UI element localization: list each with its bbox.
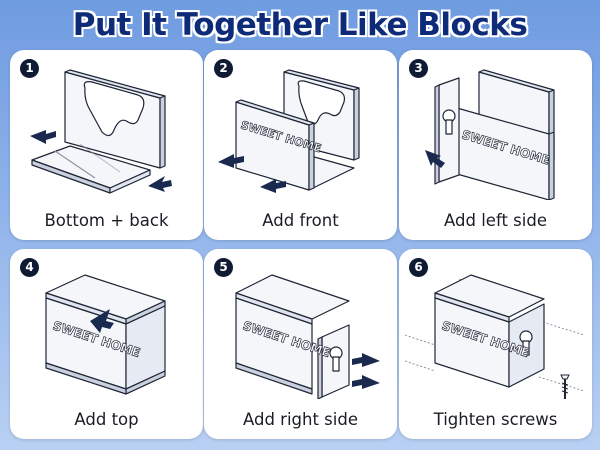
step-label: Tighten screws: [433, 410, 558, 429]
add-front-illustration: SWEET HOME: [218, 69, 360, 193]
step-label: Add top: [74, 410, 139, 429]
step-label: Bottom + back: [44, 211, 169, 230]
screw-icon: [560, 374, 570, 399]
step-label: Add front: [262, 211, 339, 230]
step-number-badge: 6: [409, 258, 428, 277]
step-number-badge: 5: [214, 258, 233, 277]
add-top-illustration: SWEET HOME: [45, 274, 166, 395]
arrow-icon: [425, 150, 445, 168]
step-card-3: 3 SWEET HOME Add left side: [399, 50, 592, 240]
add-right-side-illustration: SWEET HOME: [235, 274, 380, 399]
step-number-badge: 3: [409, 59, 428, 78]
step-card-5: 5 SWEET HOME Add right side: [204, 249, 397, 439]
step-label: Add left side: [444, 211, 547, 230]
step-label: Add right side: [242, 410, 358, 429]
step-number-badge: 2: [214, 59, 233, 78]
step-card-4: 4 SWEET HOME Add top: [10, 249, 203, 439]
step-card-1: 1 Bottom + back: [10, 50, 203, 240]
step-card-2: 2 SWEET HOME Add front: [204, 50, 397, 240]
step-card-6: 6 SWEET HOME Tighten scre: [399, 249, 592, 439]
tighten-screws-illustration: SWEET HOME: [404, 274, 585, 399]
arrow-icon: [352, 353, 380, 389]
arrow-icon: [218, 154, 286, 193]
add-left-side-illustration: SWEET HOME: [425, 69, 555, 200]
step-number-badge: 4: [20, 258, 39, 277]
arrow-icon: [30, 130, 172, 192]
page-title: Put It Together Like Blocks: [72, 7, 528, 43]
step-number-badge: 1: [20, 59, 39, 78]
bottom-and-back-illustration: [30, 69, 172, 194]
arrow-icon: [90, 309, 114, 333]
